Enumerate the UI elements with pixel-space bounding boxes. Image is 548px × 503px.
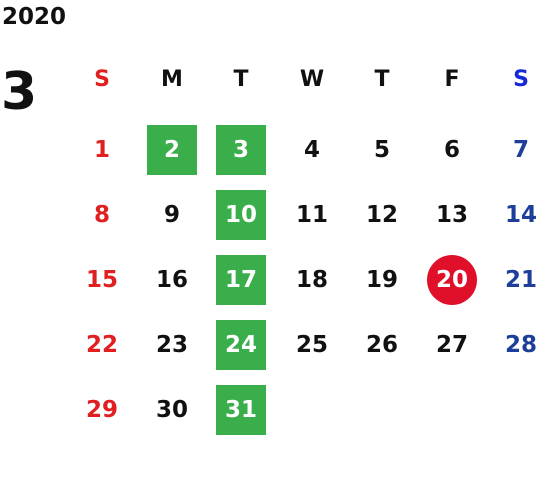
day-cell-6[interactable]: 6	[427, 125, 477, 175]
day-cell-5[interactable]: 5	[357, 125, 407, 175]
weekday-header-wed: W	[299, 67, 325, 92]
day-cell-13[interactable]: 13	[427, 190, 477, 240]
day-number: 16	[155, 267, 188, 293]
month-label: 3	[1, 62, 38, 122]
today-marker	[427, 255, 477, 305]
weekday-header-thu: T	[374, 67, 390, 92]
day-cell-29[interactable]: 29	[77, 385, 127, 435]
day-cell-25[interactable]: 25	[287, 320, 337, 370]
day-cell-18[interactable]: 18	[287, 255, 337, 305]
day-number: 18	[295, 267, 328, 293]
day-cell-2[interactable]: 2	[147, 125, 197, 175]
day-number: 26	[365, 332, 398, 358]
day-cell-19[interactable]: 19	[357, 255, 407, 305]
weekday-header-sat: S	[513, 67, 529, 92]
day-cell-20[interactable]: 20	[427, 255, 477, 305]
day-number: 23	[155, 332, 188, 358]
day-number: 17	[224, 267, 257, 293]
weekday-header-tue: T	[233, 67, 249, 92]
day-number: 5	[373, 137, 390, 163]
day-cell-21[interactable]: 21	[496, 255, 546, 305]
day-cell-8[interactable]: 8	[77, 190, 127, 240]
day-cell-23[interactable]: 23	[147, 320, 197, 370]
day-cell-14[interactable]: 14	[496, 190, 546, 240]
day-number: 21	[504, 267, 537, 293]
day-cell-22[interactable]: 22	[77, 320, 127, 370]
day-cell-10[interactable]: 10	[216, 190, 266, 240]
day-number: 12	[365, 202, 398, 228]
day-cell-31[interactable]: 31	[216, 385, 266, 435]
day-number: 10	[224, 202, 257, 228]
day-cell-30[interactable]: 30	[147, 385, 197, 435]
day-number: 22	[85, 332, 118, 358]
day-cell-17[interactable]: 17	[216, 255, 266, 305]
day-number: 28	[504, 332, 537, 358]
day-number: 24	[224, 332, 257, 358]
day-cell-27[interactable]: 27	[427, 320, 477, 370]
day-number: 14	[504, 202, 537, 228]
day-number: 29	[85, 397, 118, 423]
day-cell-24[interactable]: 24	[216, 320, 266, 370]
day-number: 27	[435, 332, 468, 358]
weekday-header-mon: M	[161, 67, 183, 92]
day-cell-9[interactable]: 9	[147, 190, 197, 240]
day-number: 4	[303, 137, 320, 163]
day-cell-16[interactable]: 16	[147, 255, 197, 305]
day-cell-1[interactable]: 1	[77, 125, 127, 175]
day-number: 15	[85, 267, 118, 293]
day-number: 31	[224, 397, 257, 423]
weekday-header-fri: F	[444, 67, 460, 92]
day-number: 8	[93, 202, 110, 228]
day-number: 11	[295, 202, 328, 228]
day-number: 13	[435, 202, 468, 228]
day-cell-12[interactable]: 12	[357, 190, 407, 240]
day-cell-11[interactable]: 11	[287, 190, 337, 240]
day-number: 25	[295, 332, 328, 358]
day-cell-26[interactable]: 26	[357, 320, 407, 370]
day-number: 9	[163, 202, 180, 228]
day-cell-15[interactable]: 15	[77, 255, 127, 305]
day-cell-4[interactable]: 4	[287, 125, 337, 175]
year-label: 2020	[2, 4, 67, 30]
day-cell-7[interactable]: 7	[496, 125, 546, 175]
day-number: 19	[365, 267, 398, 293]
day-number: 3	[232, 137, 249, 163]
weekday-header-sun: S	[94, 67, 110, 92]
day-number: 6	[443, 137, 460, 163]
day-number: 7	[512, 137, 529, 163]
day-number: 1	[93, 137, 110, 163]
day-number: 30	[155, 397, 188, 423]
day-number: 20	[435, 267, 468, 293]
day-number: 2	[163, 137, 180, 163]
day-cell-28[interactable]: 28	[496, 320, 546, 370]
day-cell-3[interactable]: 3	[216, 125, 266, 175]
